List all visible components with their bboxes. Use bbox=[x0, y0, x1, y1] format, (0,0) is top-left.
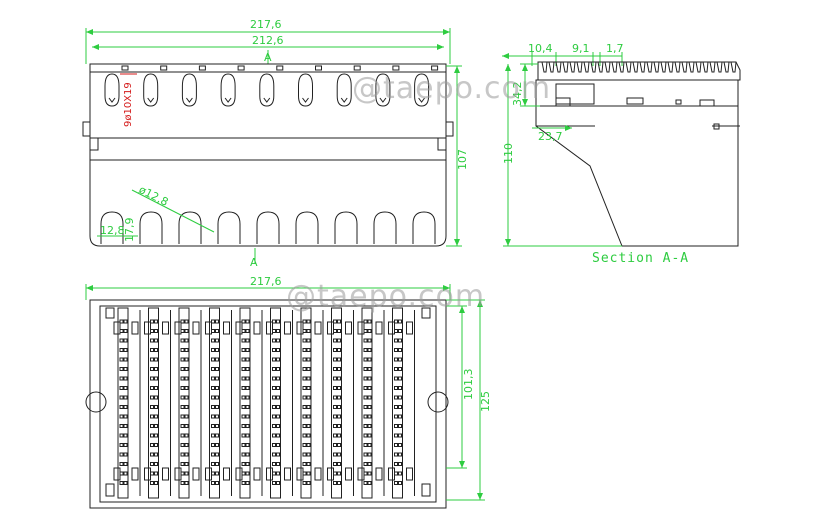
top-slot-row bbox=[104, 65, 439, 107]
top-slot bbox=[259, 65, 284, 107]
bottom-slot bbox=[178, 211, 202, 244]
comb-tooth bbox=[597, 61, 604, 73]
module-strip bbox=[174, 307, 202, 499]
bottom-slot bbox=[256, 211, 280, 244]
slot-depth-label: 17,9 bbox=[123, 218, 136, 243]
comb-tooth bbox=[695, 61, 702, 73]
section-dim-e: 23,7 bbox=[538, 130, 563, 143]
comb-tooth bbox=[625, 61, 632, 73]
module-strip bbox=[205, 307, 232, 499]
front-height-label: 125 bbox=[479, 391, 492, 412]
module-strip bbox=[296, 307, 324, 499]
module-strip bbox=[144, 307, 171, 499]
hole-spec-label: 9ø10X19 bbox=[123, 82, 134, 127]
comb-tooth bbox=[716, 61, 723, 73]
comb-tooth bbox=[590, 61, 597, 73]
comb-tooth bbox=[730, 61, 737, 73]
bottom-slot bbox=[373, 211, 397, 244]
comb-tooth bbox=[667, 61, 674, 73]
section-dim-d: 34,2 bbox=[511, 82, 524, 107]
comb-tooth bbox=[639, 61, 646, 73]
comb-tooth bbox=[611, 61, 618, 73]
comb-tooth bbox=[653, 61, 660, 73]
section-marker-bottom: A bbox=[250, 256, 258, 269]
module-strip bbox=[235, 307, 263, 499]
module-strips bbox=[113, 307, 415, 499]
module-strip bbox=[113, 307, 141, 499]
section-dim-a: 10,4 bbox=[528, 42, 553, 55]
comb-tooth bbox=[583, 61, 590, 73]
section-view: 10,4 9,1 1,7 34,2 23,7 110 Section A-A bbox=[502, 42, 741, 266]
module-strip bbox=[327, 307, 354, 499]
module-strip bbox=[388, 307, 415, 499]
comb-tooth bbox=[674, 61, 681, 73]
watermark-bottom: @taepo.com bbox=[286, 279, 485, 314]
slot-width-label: 12,8 bbox=[100, 224, 125, 237]
section-marker-top: A bbox=[264, 51, 272, 64]
comb-tooth bbox=[702, 61, 709, 73]
comb-tooth bbox=[569, 61, 576, 73]
top-height-label: 107 bbox=[456, 149, 469, 170]
section-title: Section A-A bbox=[592, 251, 689, 266]
top-slot bbox=[298, 65, 322, 107]
module-strip bbox=[357, 307, 385, 499]
comb-tooth bbox=[618, 61, 625, 73]
top-slot bbox=[143, 65, 168, 107]
top-slot bbox=[104, 65, 129, 107]
section-dim-f: 110 bbox=[502, 143, 515, 164]
comb-tooth bbox=[541, 61, 548, 73]
top-view: 217,6 212,6 A 9ø10X19 ø12,8 12,8 17,9 bbox=[82, 18, 469, 269]
bottom-slot bbox=[139, 211, 163, 244]
section-dim-c: 1,7 bbox=[606, 42, 624, 55]
top-slot bbox=[375, 65, 400, 107]
bottom-slot-row bbox=[100, 211, 436, 244]
cable-dia-label: ø12,8 bbox=[137, 183, 171, 209]
comb-tooth bbox=[632, 61, 639, 73]
front-overall-width-label: 217,6 bbox=[250, 275, 282, 288]
front-view: 217,6 101,3 125 bbox=[85, 275, 492, 509]
bottom-slot bbox=[334, 211, 358, 244]
top-inner-width-label: 212,6 bbox=[252, 34, 284, 47]
comb-tooth bbox=[576, 61, 583, 73]
comb-tooth bbox=[660, 61, 667, 73]
bottom-slot bbox=[295, 211, 319, 244]
front-inner-height-label: 101,3 bbox=[462, 369, 475, 401]
top-overall-width-label: 217,6 bbox=[250, 18, 282, 31]
top-slot bbox=[414, 65, 439, 107]
comb-tooth bbox=[709, 61, 716, 73]
bottom-slot bbox=[217, 211, 241, 244]
comb-tooth bbox=[548, 61, 555, 73]
bottom-slot bbox=[100, 211, 124, 244]
section-dim-b: 9,1 bbox=[572, 42, 590, 55]
comb-tooth bbox=[646, 61, 653, 73]
comb-tooth bbox=[688, 61, 695, 73]
comb-tooth bbox=[555, 61, 562, 73]
module-strip bbox=[266, 307, 293, 499]
top-slot bbox=[336, 65, 361, 107]
comb-tooth bbox=[681, 61, 688, 73]
top-slot bbox=[220, 65, 245, 107]
comb-tooth bbox=[723, 61, 730, 73]
comb-tooth bbox=[604, 61, 611, 73]
section-comb-teeth bbox=[541, 61, 737, 73]
bottom-slot bbox=[412, 211, 436, 244]
watermark-top: @taepo.com bbox=[352, 71, 551, 106]
comb-tooth bbox=[562, 61, 569, 73]
top-slot bbox=[181, 65, 206, 107]
